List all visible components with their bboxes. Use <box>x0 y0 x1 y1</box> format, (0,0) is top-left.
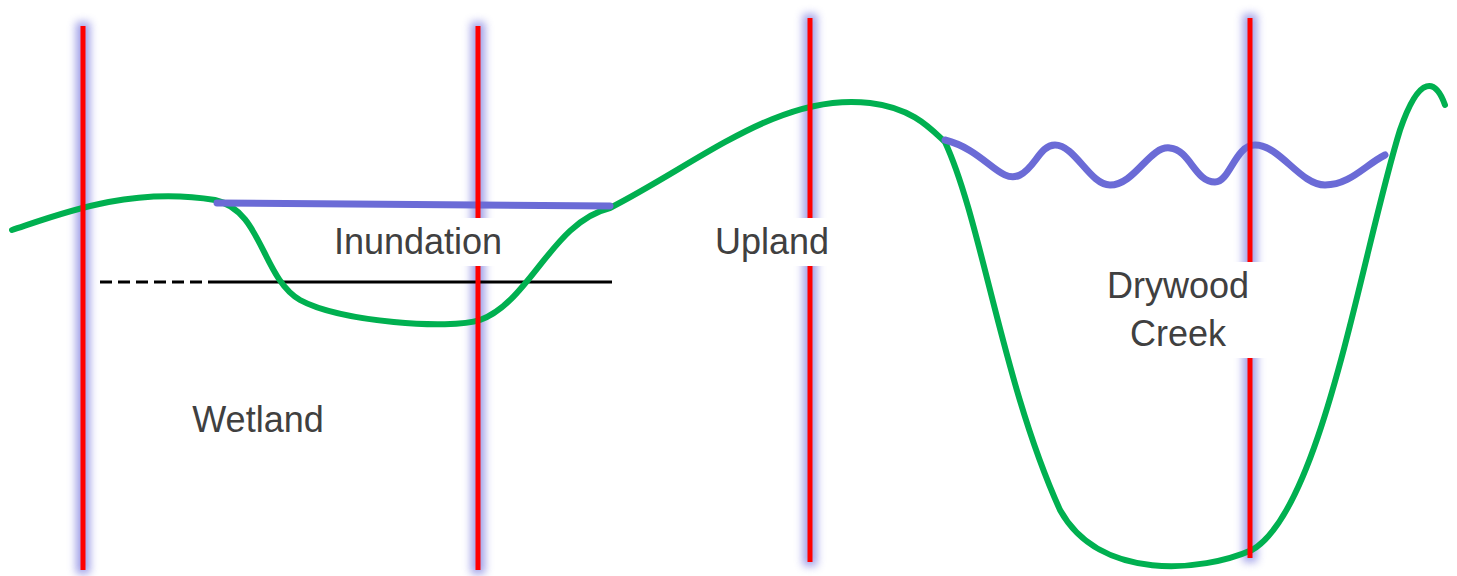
water-table-glow <box>98 276 614 288</box>
zone-label: Wetland <box>189 396 326 444</box>
zone-label: Inundation <box>331 218 505 266</box>
water-table-dashed <box>100 281 215 284</box>
ground-profile <box>12 86 1445 566</box>
zone-label: Upland <box>712 218 832 266</box>
creek-surface <box>945 140 1385 185</box>
pond-surface <box>217 203 610 206</box>
creek-label: Drywood Creek <box>1075 262 1281 358</box>
water-table-line <box>215 281 612 284</box>
